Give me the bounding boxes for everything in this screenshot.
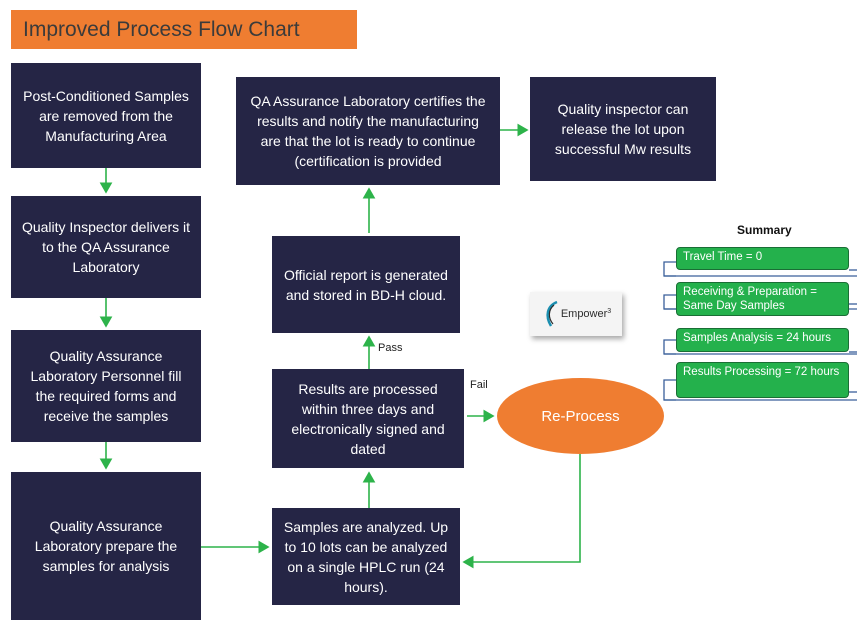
summary-item-processing: Results Processing = 72 hours	[676, 362, 849, 398]
summary-item-receiving: Receiving & Preparation = Same Day Sampl…	[676, 282, 849, 316]
empower-logo-text: Empower3	[560, 308, 612, 320]
empower-swoosh-icon	[546, 300, 558, 327]
summary-item-analysis: Samples Analysis = 24 hours	[676, 328, 849, 352]
box-results-processed: Results are processed within three days …	[272, 369, 464, 468]
reprocess-node: Re-Process	[497, 378, 664, 454]
box-official-report: Official report is generated and stored …	[272, 236, 460, 333]
box-inspector-release: Quality inspector can release the lot up…	[530, 77, 716, 181]
pass-label: Pass	[378, 342, 403, 354]
page-title: Improved Process Flow Chart	[11, 10, 357, 49]
box-post-conditioned: Post-Conditioned Samples are removed fro…	[11, 63, 201, 168]
arrow-reprocess-to-analyzed	[462, 454, 581, 569]
box-qa-prepare: Quality Assurance Laboratory prepare the…	[11, 472, 201, 620]
box-qa-personnel: Quality Assurance Laboratory Personnel f…	[11, 330, 201, 442]
box-qa-certifies: QA Assurance Laboratory certifies the re…	[236, 77, 500, 185]
summary-item-travel: Travel Time = 0	[676, 247, 849, 270]
empower-logo: Empower3	[530, 292, 622, 336]
fail-label: Fail	[470, 379, 488, 391]
box-samples-analyzed: Samples are analyzed. Up to 10 lots can …	[272, 508, 460, 605]
summary-title: Summary	[737, 223, 792, 237]
box-inspector-delivers: Quality Inspector delivers it to the QA …	[11, 196, 201, 298]
